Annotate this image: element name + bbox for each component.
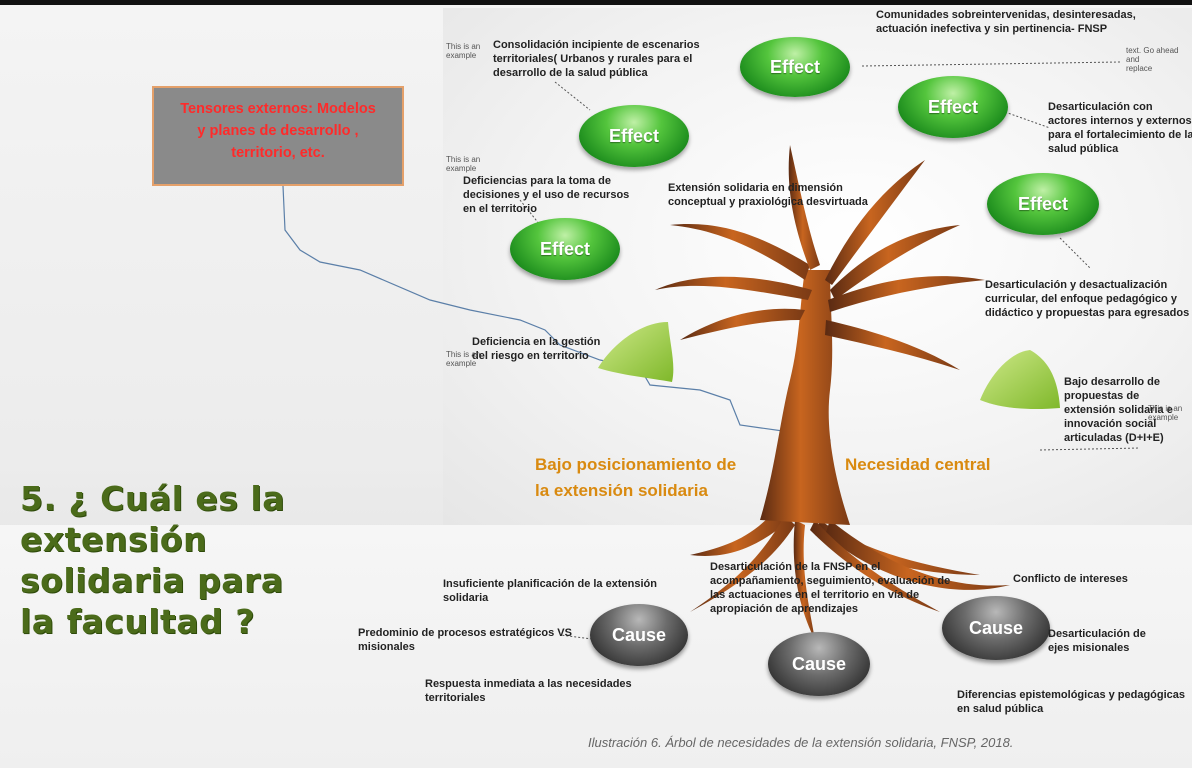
effect-node-5: Effect xyxy=(987,173,1099,235)
cause-text-respuesta: Respuesta inmediata a las necesidades te… xyxy=(425,678,632,704)
tree-roots xyxy=(690,510,1010,640)
central-problem-right: Necesidad central xyxy=(845,455,991,474)
placeholder-line: replace xyxy=(1126,64,1153,73)
effect-label: Effect xyxy=(1017,193,1068,214)
placeholder-text-3: This is an example xyxy=(446,350,500,368)
cause-label: Cause xyxy=(968,617,1024,638)
placeholder-line: This is an example xyxy=(446,155,481,173)
placeholder-line: text. Go ahead and xyxy=(1126,46,1179,64)
cause-label: Cause xyxy=(791,653,847,674)
placeholder-line: This is an example xyxy=(446,42,481,60)
effect-node-2: Effect xyxy=(740,37,850,97)
tree-branches xyxy=(655,145,985,370)
effect-node-3: Effect xyxy=(898,76,1008,138)
tensores-line-1: Tensores externos: Modelos xyxy=(180,101,376,117)
cause-label: Cause xyxy=(611,624,667,645)
cause-text-diferencias: Diferencias epistemológicas y pedagógica… xyxy=(957,689,1186,715)
cause-node-2: Cause xyxy=(768,632,870,696)
effect-text-consolidacion: Consolidación incipiente de escenarios t… xyxy=(493,39,700,79)
question-line-1: 5. ¿ Cuál es la xyxy=(20,479,285,518)
effect-text-desarticulacion-actores: Desarticulación con actores internos y e… xyxy=(1048,101,1192,155)
central-left-line-1: Bajo posicionamiento de xyxy=(535,455,737,474)
question-line-4: la facultad ? xyxy=(20,602,255,641)
tensores-line-3: territorio, etc. xyxy=(231,145,325,161)
placeholder-text-5: This is an example xyxy=(1148,404,1192,422)
figure-caption: Ilustración 6. Árbol de necesidades de l… xyxy=(588,735,1014,750)
leaf-right xyxy=(980,350,1060,410)
central-problem-left: Bajo posicionamiento de la extensión sol… xyxy=(535,452,795,504)
cause-text-desarticulacion-ejes: Desarticulación de ejes misionales xyxy=(1048,628,1146,654)
cause-text-desarticulacion-fnsp: Desarticulación de la FNSP en el acompañ… xyxy=(710,561,951,615)
effect-label: Effect xyxy=(539,238,590,259)
external-tensors-box: Tensores externos: Modelos y planes de d… xyxy=(152,86,404,186)
tensores-line-2: y planes de desarrollo , xyxy=(197,123,359,139)
question-line-3: solidaria para xyxy=(20,561,284,600)
placeholder-line: This is an example xyxy=(446,350,481,368)
top-border xyxy=(0,0,1192,5)
connector-line xyxy=(282,185,831,520)
leaf-left xyxy=(598,322,674,382)
cause-node-1: Cause xyxy=(590,604,688,666)
cause-text-conflicto: Conflicto de intereses xyxy=(1013,573,1128,585)
question-line-2: extensión xyxy=(20,520,207,559)
cause-node-3: Cause xyxy=(942,596,1050,660)
placeholder-text-2: This is an example xyxy=(446,155,491,173)
effect-text-deficiencia-riesgo: Deficiencia en la gestión del riesgo en … xyxy=(472,336,601,362)
slide-question: 5. ¿ Cuál es la extensión solidaria para… xyxy=(20,478,320,642)
central-left-line-2: la extensión solidaria xyxy=(535,481,708,500)
effect-label: Effect xyxy=(769,56,820,77)
effect-label: Effect xyxy=(927,96,978,117)
effect-text-extension-dimension: Extensión solidaria en dimensión concept… xyxy=(668,182,868,208)
cause-text-insuficiente: Insuficiente planificación de la extensi… xyxy=(443,578,657,604)
placeholder-line: This is an example xyxy=(1148,404,1183,422)
effect-text-bajo-desarrollo: Bajo desarrollo de propuestas de extensi… xyxy=(1064,376,1173,444)
cause-text-predominio: Predominio de procesos estratégicos VS m… xyxy=(358,627,572,653)
placeholder-text-1: This is an example xyxy=(446,42,496,60)
effect-text-comunidades: Comunidades sobreintervenidas, desintere… xyxy=(876,9,1136,35)
effect-text-deficiencias-toma: Deficiencias para la toma de decisiones … xyxy=(463,175,630,215)
effect-text-desarticulacion-curricular: Desarticulación y desactualización curri… xyxy=(985,279,1190,319)
effect-label: Effect xyxy=(608,125,659,146)
effect-node-1: Effect xyxy=(579,105,689,167)
effect-node-4: Effect xyxy=(510,218,620,280)
